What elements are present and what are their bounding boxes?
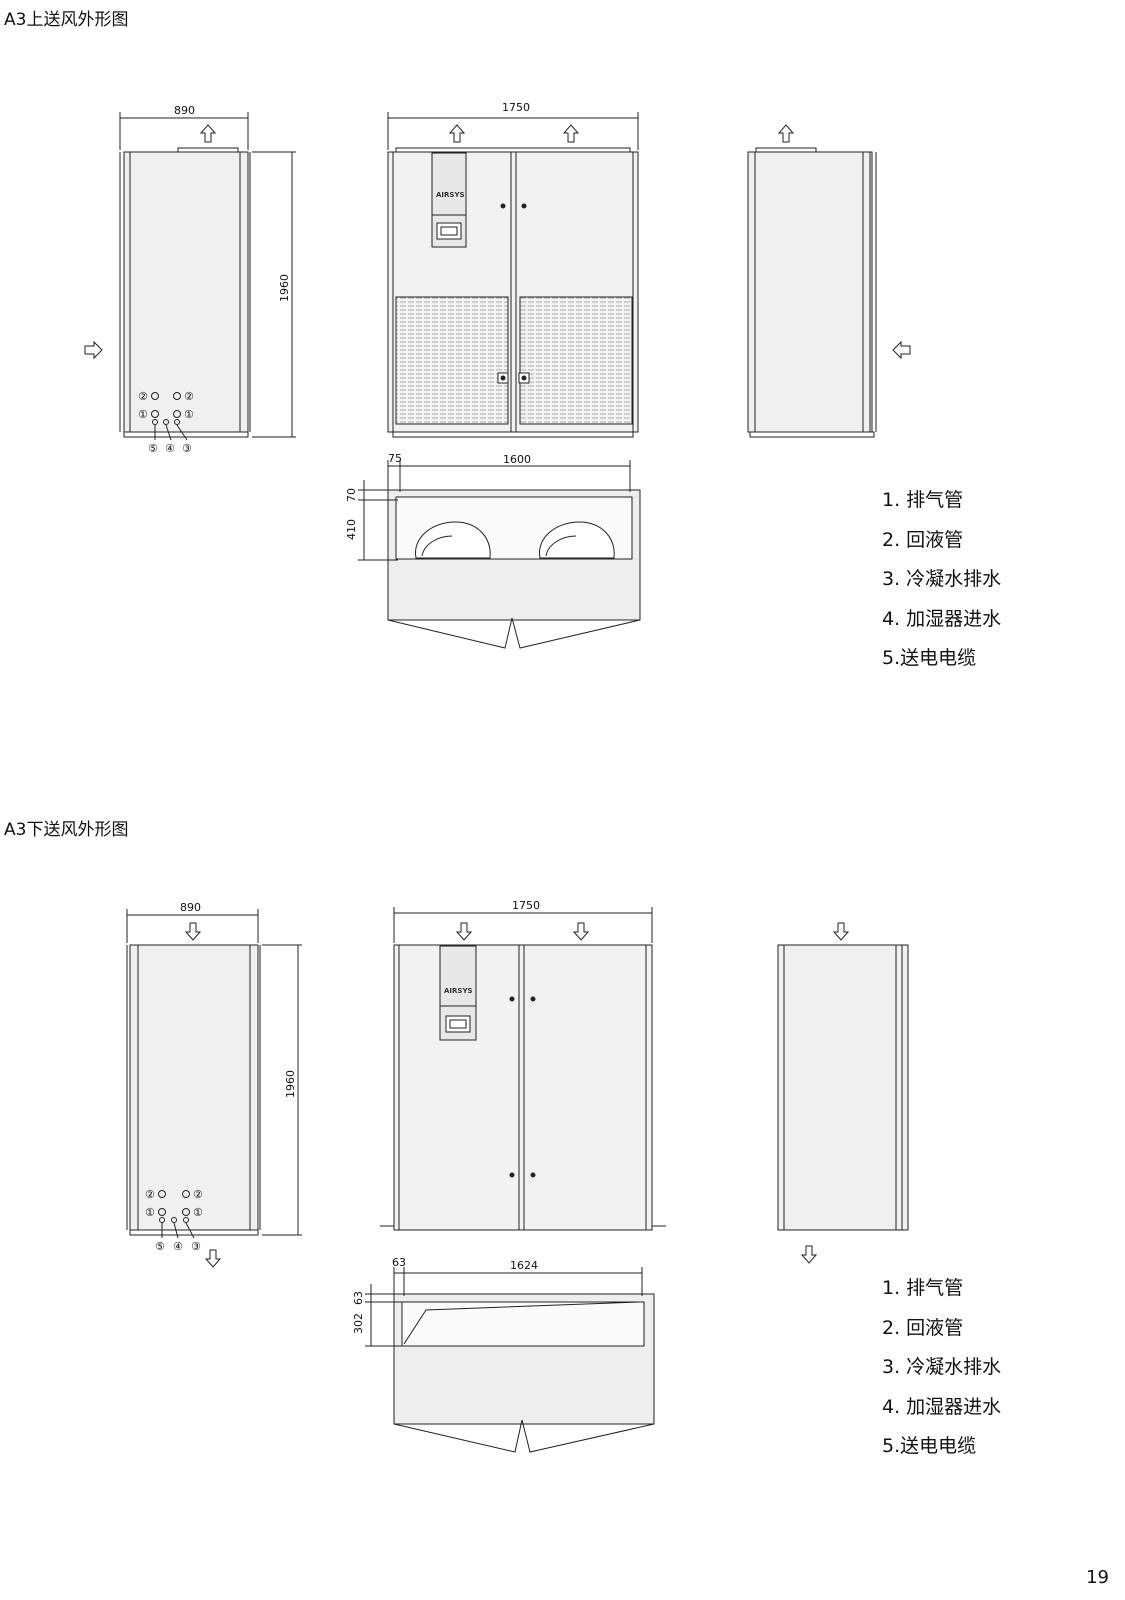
port-label: ④: [173, 1240, 183, 1253]
downflow-dim-front-width: 1750: [512, 899, 540, 912]
legend-item: 1. 排气管: [882, 489, 964, 511]
legend-item: 2. 回液管: [882, 1316, 964, 1339]
port-label: ⑤: [155, 1240, 165, 1253]
downflow-dim-height: 1960: [284, 1070, 297, 1098]
brand-logo: AIRSYS: [444, 987, 473, 995]
legend-item: 3. 冷凝水排水: [882, 1356, 1002, 1378]
brand-logo: AIRSYS: [436, 191, 465, 199]
upflow-side-view-right: [747, 124, 911, 438]
downflow-front-view: [380, 907, 666, 1231]
downflow-dim-plan-depth: 302: [352, 1313, 365, 1334]
port-label: ②: [193, 1188, 203, 1201]
downflow-side-view-left: [126, 909, 302, 1268]
upflow-dim-front-width: 1750: [502, 101, 530, 114]
port-label: ⑤: [148, 442, 158, 455]
port-label: ②: [145, 1188, 155, 1201]
downflow-dim-side-width: 890: [180, 901, 201, 914]
upflow-dim-plan-width: 1600: [503, 453, 531, 466]
downflow-plan-view: [365, 1267, 655, 1453]
legend-item: 2. 回液管: [882, 528, 964, 551]
port-label: ③: [191, 1240, 201, 1253]
port-label: ③: [182, 442, 192, 455]
legend-item: 4. 加湿器进水: [882, 607, 1002, 630]
downflow-side-view-right: [777, 922, 909, 1264]
page-number: 19: [1086, 1567, 1109, 1588]
port-label: ②: [138, 390, 148, 403]
upflow-dim-plan-offset: 75: [388, 452, 402, 465]
upflow-dim-plan-top: 70: [345, 488, 358, 502]
downflow-dim-plan-top: 63: [352, 1291, 365, 1305]
port-label: ④: [165, 442, 175, 455]
downflow-dim-plan-width: 1624: [510, 1259, 538, 1272]
legend-downflow: 1. 排气管 2. 回液管 3. 冷凝水排水 4. 加湿器进水 5.送电电缆: [882, 1269, 1001, 1467]
port-label: ①: [193, 1206, 203, 1219]
legend-item: 5.送电电缆: [882, 647, 977, 669]
section-title-downflow: A3下送风外形图: [4, 820, 129, 840]
upflow-dim-plan-depth: 410: [345, 519, 358, 540]
legend-item: 4. 加湿器进水: [882, 1395, 1002, 1418]
port-label: ②: [184, 390, 194, 403]
port-label: ①: [145, 1206, 155, 1219]
upflow-front-view: [387, 112, 639, 438]
legend-item: 1. 排气管: [882, 1277, 964, 1299]
upflow-dim-height: 1960: [278, 274, 291, 302]
legend-item: 3. 冷凝水排水: [882, 568, 1002, 590]
section-title-upflow: A3上送风外形图: [4, 10, 129, 30]
port-label: ①: [138, 408, 148, 421]
legend-upflow: 1. 排气管 2. 回液管 3. 冷凝水排水 4. 加湿器进水 5.送电电缆: [882, 481, 1001, 679]
legend-item: 5.送电电缆: [882, 1435, 977, 1457]
upflow-dim-side-width: 890: [174, 104, 195, 117]
port-label: ①: [184, 408, 194, 421]
upflow-plan-view: [358, 460, 641, 649]
upflow-side-view-left: [84, 112, 296, 441]
downflow-dim-plan-offset: 63: [392, 1256, 406, 1269]
